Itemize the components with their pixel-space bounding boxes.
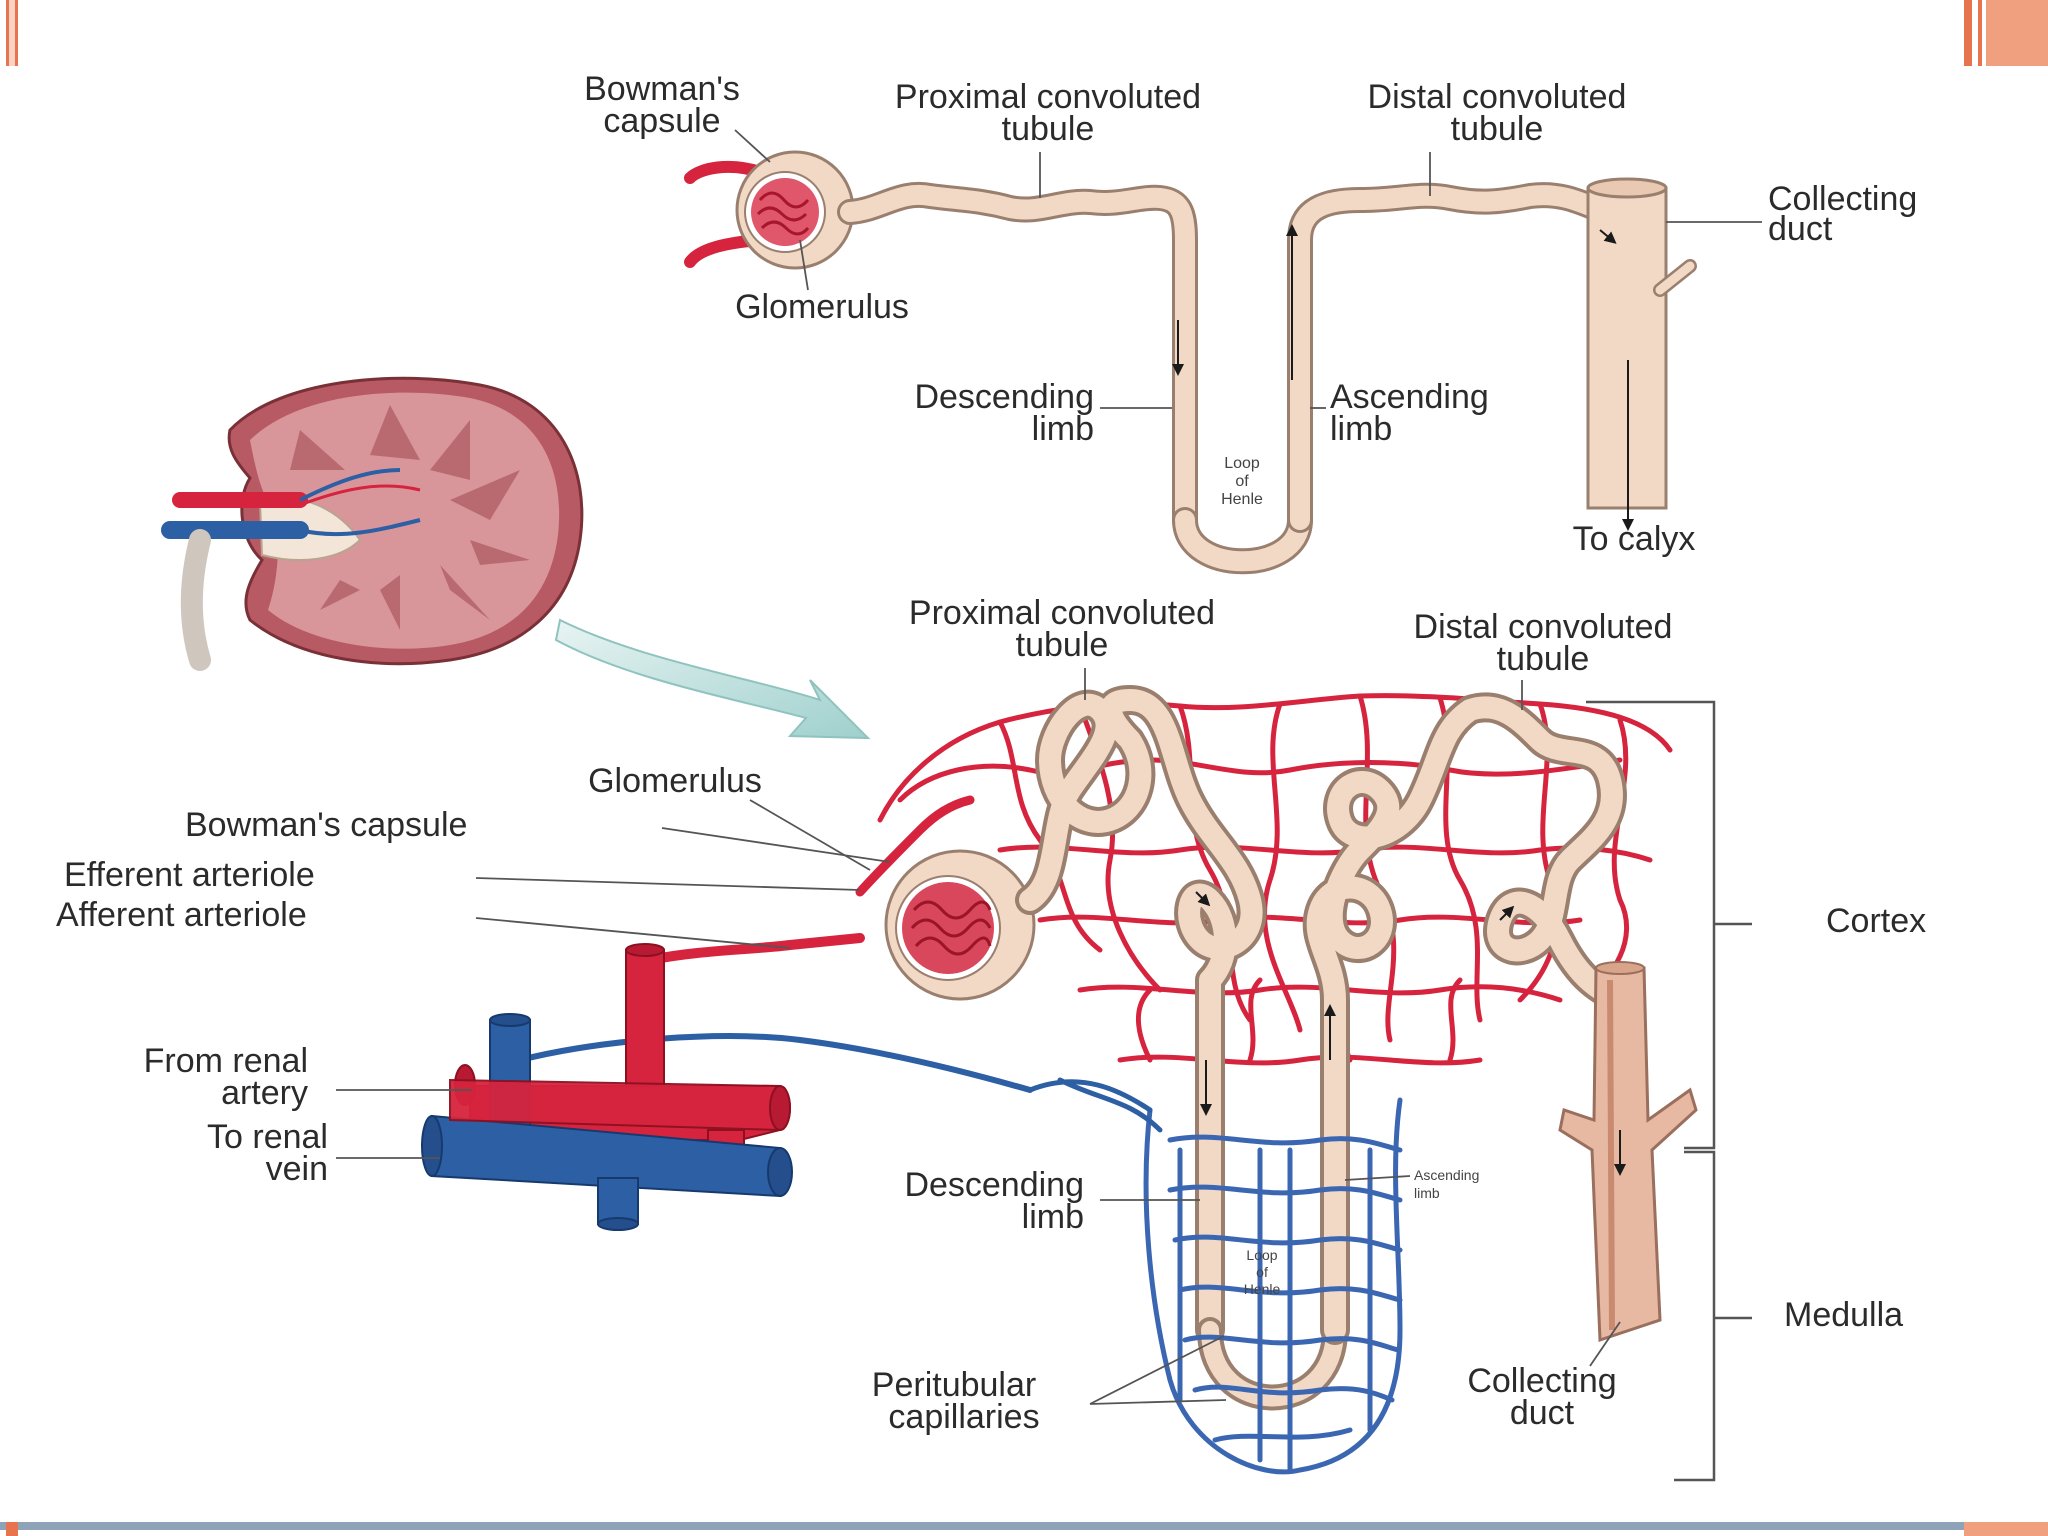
bottom-label-peritubular-l2: capillaries bbox=[888, 1398, 1039, 1436]
bottom-label-ascending-l1: Ascending bbox=[1414, 1167, 1479, 1183]
top-proximal-tubule bbox=[837, 181, 1198, 533]
kidney-cross-section bbox=[161, 376, 584, 671]
bottom-label-cortex: Cortex bbox=[1826, 902, 1926, 940]
bottom-label-from-renal-artery-l1: From renal bbox=[144, 1042, 308, 1080]
top-distal-tubule bbox=[1287, 182, 1613, 533]
top-label-bowmans-capsule-l2: capsule bbox=[603, 102, 720, 140]
bottom-label-proximal-l1: Proximal convoluted bbox=[909, 594, 1215, 632]
bottom-label-collecting-l1: Collecting bbox=[1467, 1362, 1616, 1400]
top-label-ascending-l2: limb bbox=[1330, 410, 1392, 448]
top-label-glomerulus: Glomerulus bbox=[735, 288, 909, 326]
top-label-descending-l1: Descending bbox=[914, 378, 1094, 416]
efferent-arteriole bbox=[855, 795, 975, 897]
top-label-proximal-l1: Proximal convoluted bbox=[895, 78, 1201, 116]
cortex-medulla-bracket bbox=[1586, 700, 1752, 1482]
slide-right-accent bbox=[1964, 0, 2048, 66]
top-flow-arrow-distal bbox=[1599, 229, 1617, 244]
bottom-label-descending-l1: Descending bbox=[904, 1166, 1084, 1204]
zoom-arrow bbox=[554, 618, 871, 740]
bottom-label-to-renal-vein-l1: To renal bbox=[207, 1118, 328, 1156]
top-label-descending-l2: limb bbox=[1032, 410, 1094, 448]
bottom-label-loop-l3: Henle bbox=[1244, 1281, 1281, 1297]
slide-footer-bar bbox=[0, 1522, 2048, 1530]
bottom-label-afferent: Afferent arteriole bbox=[56, 896, 307, 934]
bottom-label-distal-l2: tubule bbox=[1497, 640, 1590, 678]
bottom-label-collecting-l2: duct bbox=[1510, 1394, 1575, 1432]
bottom-label-ascending-l2: limb bbox=[1414, 1185, 1440, 1201]
top-label-loop-l1: Loop bbox=[1224, 455, 1260, 472]
bottom-label-medulla: Medulla bbox=[1784, 1296, 1903, 1334]
bottom-collecting-duct bbox=[1558, 961, 1698, 1343]
top-nephron: Bowman's capsule Proximal convoluted tub… bbox=[584, 70, 1917, 575]
bottom-label-distal-l1: Distal convoluted bbox=[1414, 608, 1673, 646]
slide-bottom-right-accent bbox=[1964, 1522, 2048, 1536]
top-label-proximal-l2: tubule bbox=[1002, 110, 1095, 148]
bottom-glomerulus bbox=[902, 882, 994, 974]
peritubular-capillaries bbox=[1143, 1097, 1403, 1475]
top-glomerulus bbox=[751, 178, 819, 246]
bottom-label-bowmans-capsule: Bowman's capsule bbox=[185, 806, 467, 844]
renal-vein bbox=[421, 1013, 793, 1231]
bottom-label-to-renal-vein-l2: vein bbox=[266, 1150, 328, 1188]
bottom-label-from-renal-artery-l2: artery bbox=[221, 1074, 308, 1112]
bottom-label-descending-l2: limb bbox=[1022, 1198, 1084, 1236]
top-label-to-calyx: To calyx bbox=[1573, 520, 1696, 558]
bottom-label-peritubular-l1: Peritubular bbox=[872, 1366, 1036, 1404]
bottom-distal-tubule bbox=[1302, 692, 1635, 1345]
bottom-label-loop-l2: of bbox=[1256, 1264, 1268, 1280]
top-label-ascending-l1: Ascending bbox=[1330, 378, 1489, 416]
slide-bottom-left-accent bbox=[6, 1522, 18, 1536]
top-label-distal-l1: Distal convoluted bbox=[1368, 78, 1627, 116]
venous-return-path bbox=[517, 1033, 1033, 1093]
afferent-arteriole bbox=[645, 933, 865, 965]
top-label-collecting-l1: Collecting bbox=[1768, 180, 1917, 218]
top-label-bowmans-capsule-l1: Bowman's bbox=[584, 70, 740, 108]
bottom-label-efferent: Efferent arteriole bbox=[64, 856, 315, 894]
bottom-label-glomerulus: Glomerulus bbox=[588, 762, 762, 800]
top-collecting-duct bbox=[1586, 177, 1697, 510]
top-label-loop-l3: Henle bbox=[1221, 491, 1263, 508]
top-label-distal-l2: tubule bbox=[1451, 110, 1544, 148]
top-label-loop-l2: of bbox=[1235, 473, 1249, 490]
top-label-collecting-l2: duct bbox=[1768, 210, 1833, 248]
slide-left-accent bbox=[6, 0, 18, 66]
bottom-label-loop-l1: Loop bbox=[1246, 1247, 1277, 1263]
bottom-label-proximal-l2: tubule bbox=[1016, 626, 1109, 664]
bottom-nephron: Proximal convoluted tubule Distal convol… bbox=[56, 594, 1926, 1482]
